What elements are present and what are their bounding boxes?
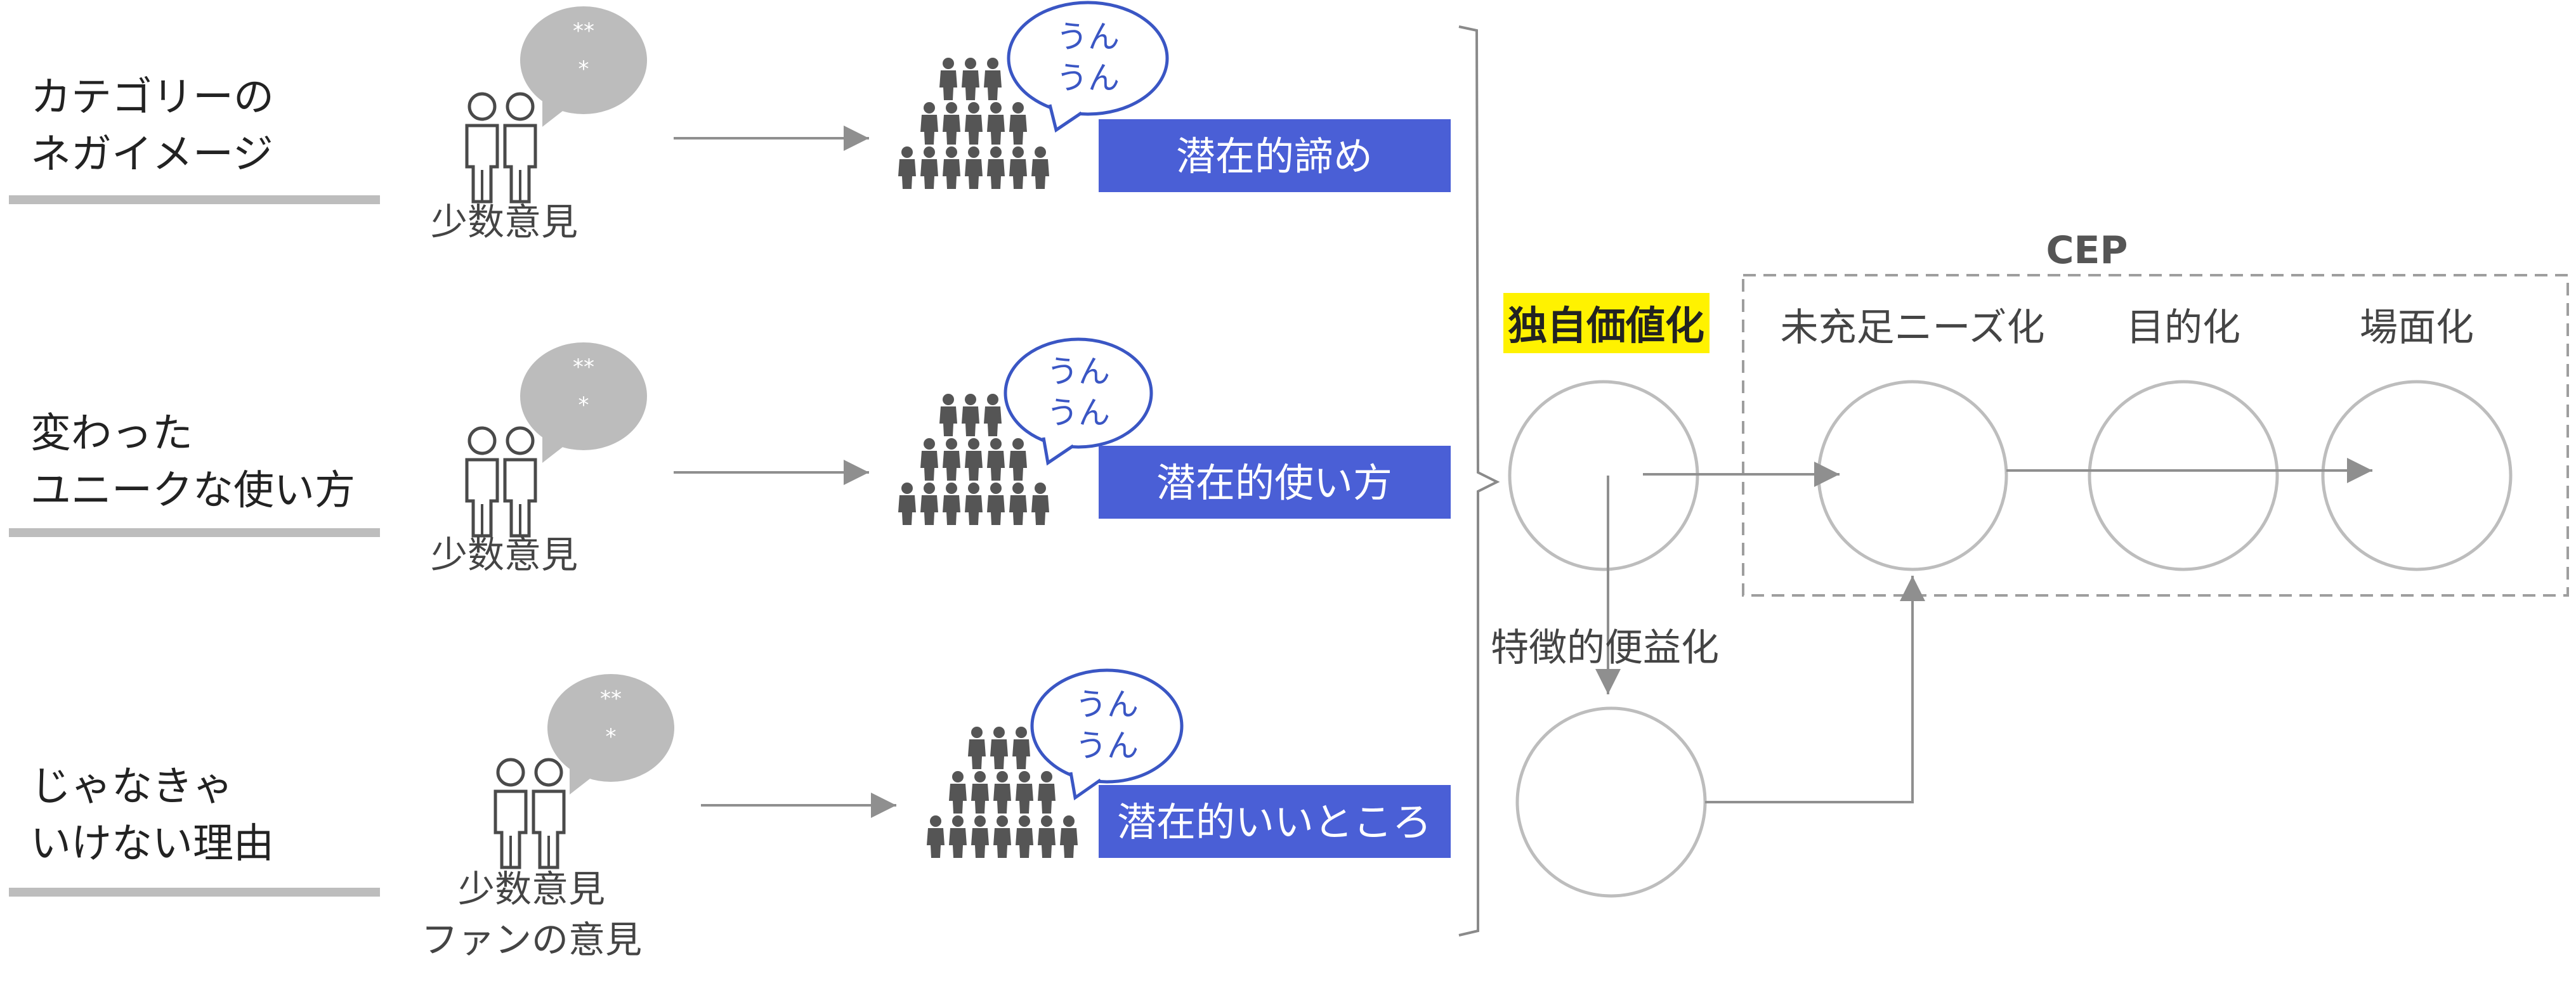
potential-box-1 <box>1099 119 1451 192</box>
speech-bubble-2-line1: うん <box>1047 353 1110 390</box>
speech-bubble-3: うん うん <box>1030 668 1184 801</box>
small-speech-bubble-3: ** * <box>547 674 674 795</box>
small-speech-bubble-2: ** * <box>520 342 647 463</box>
feature-benefit-circle <box>1515 706 1707 898</box>
stage-label-purpose: 目的化 <box>2126 306 2240 350</box>
potential-label-3: 潜在的いいところ <box>1117 799 1432 845</box>
small-bubble-text-2a: ** <box>573 354 594 380</box>
small-bubble-text-3a: ** <box>600 686 622 711</box>
potential-box-3 <box>1099 785 1451 858</box>
minority-label-3-line2: ファンの意見 <box>421 918 642 961</box>
unique-value-label: 独自価値化 <box>1508 302 1704 349</box>
category-underline-1 <box>9 195 380 204</box>
stage-label-scene: 場面化 <box>2360 306 2474 350</box>
category-underline-3 <box>9 888 380 897</box>
speech-bubble-1-line2: うん <box>1056 60 1120 96</box>
potential-box-2 <box>1099 446 1451 519</box>
category-underline-2 <box>9 528 380 537</box>
feature-benefit-label: 特徴的便益化 <box>1491 626 1719 670</box>
speech-bubble-1-line1: うん <box>1056 18 1120 55</box>
category-label-3-line1: じゃなきゃ <box>30 763 233 810</box>
cep-group <box>1742 274 2569 597</box>
small-speech-bubble-1: ** * <box>520 6 647 127</box>
row-1: カテゴリーの ネガイメージ ** * 少数意見 うん うん 潜在的諦め <box>9 1 1451 243</box>
potential-label-2: 潜在的使い方 <box>1156 460 1392 506</box>
stage-label-unmet-needs: 未充足ニーズ化 <box>1781 306 2045 350</box>
speech-bubble-2: うん うん <box>1004 337 1153 466</box>
row-2: 変わった ユニークな使い方 ** * 少数意見 うん うん 潜在的使い方 <box>9 337 1451 576</box>
minority-label-3-line1: 少数意見 <box>458 867 605 911</box>
speech-bubble-1: うん うん <box>1007 1 1169 133</box>
potential-label-1: 潜在的諦め <box>1176 133 1373 179</box>
unmet-needs-circle <box>1817 380 2008 571</box>
speech-bubble-3-line2: うん <box>1075 727 1139 764</box>
scene-circle <box>2321 380 2513 571</box>
speech-bubble-2-line2: うん <box>1047 394 1110 431</box>
category-label-3-line2: いけない理由 <box>30 821 274 867</box>
minority-people-icon-2 <box>467 428 535 536</box>
small-bubble-text-1b: * <box>579 56 589 82</box>
category-label-1-line2: ネガイメージ <box>30 131 273 178</box>
arrow-feature-to-unmet <box>1705 576 1925 803</box>
small-bubble-text-2b: * <box>579 392 589 418</box>
purpose-circle <box>2088 380 2279 571</box>
category-label-1-line1: カテゴリーの <box>30 74 274 121</box>
unique-value-highlight <box>1503 293 1710 353</box>
speech-bubble-3-line1: うん <box>1075 686 1139 723</box>
cep-title: CEP <box>2046 228 2128 273</box>
small-bubble-text-3b: * <box>606 724 617 749</box>
row-3: じゃなきゃ いけない理由 ** * 少数意見 ファンの意見 うん うん 潜在的い <box>9 668 1451 961</box>
grouping-brace <box>1458 25 1500 937</box>
minority-label-1: 少数意見 <box>431 200 578 243</box>
category-label-2-line1: 変わった <box>30 410 193 457</box>
small-bubble-text-1a: ** <box>573 18 594 44</box>
minority-people-icon-3 <box>495 760 564 867</box>
minority-label-2: 少数意見 <box>431 533 578 576</box>
category-label-2-line2: ユニークな使い方 <box>30 467 355 514</box>
minority-people-icon-1 <box>467 94 535 202</box>
